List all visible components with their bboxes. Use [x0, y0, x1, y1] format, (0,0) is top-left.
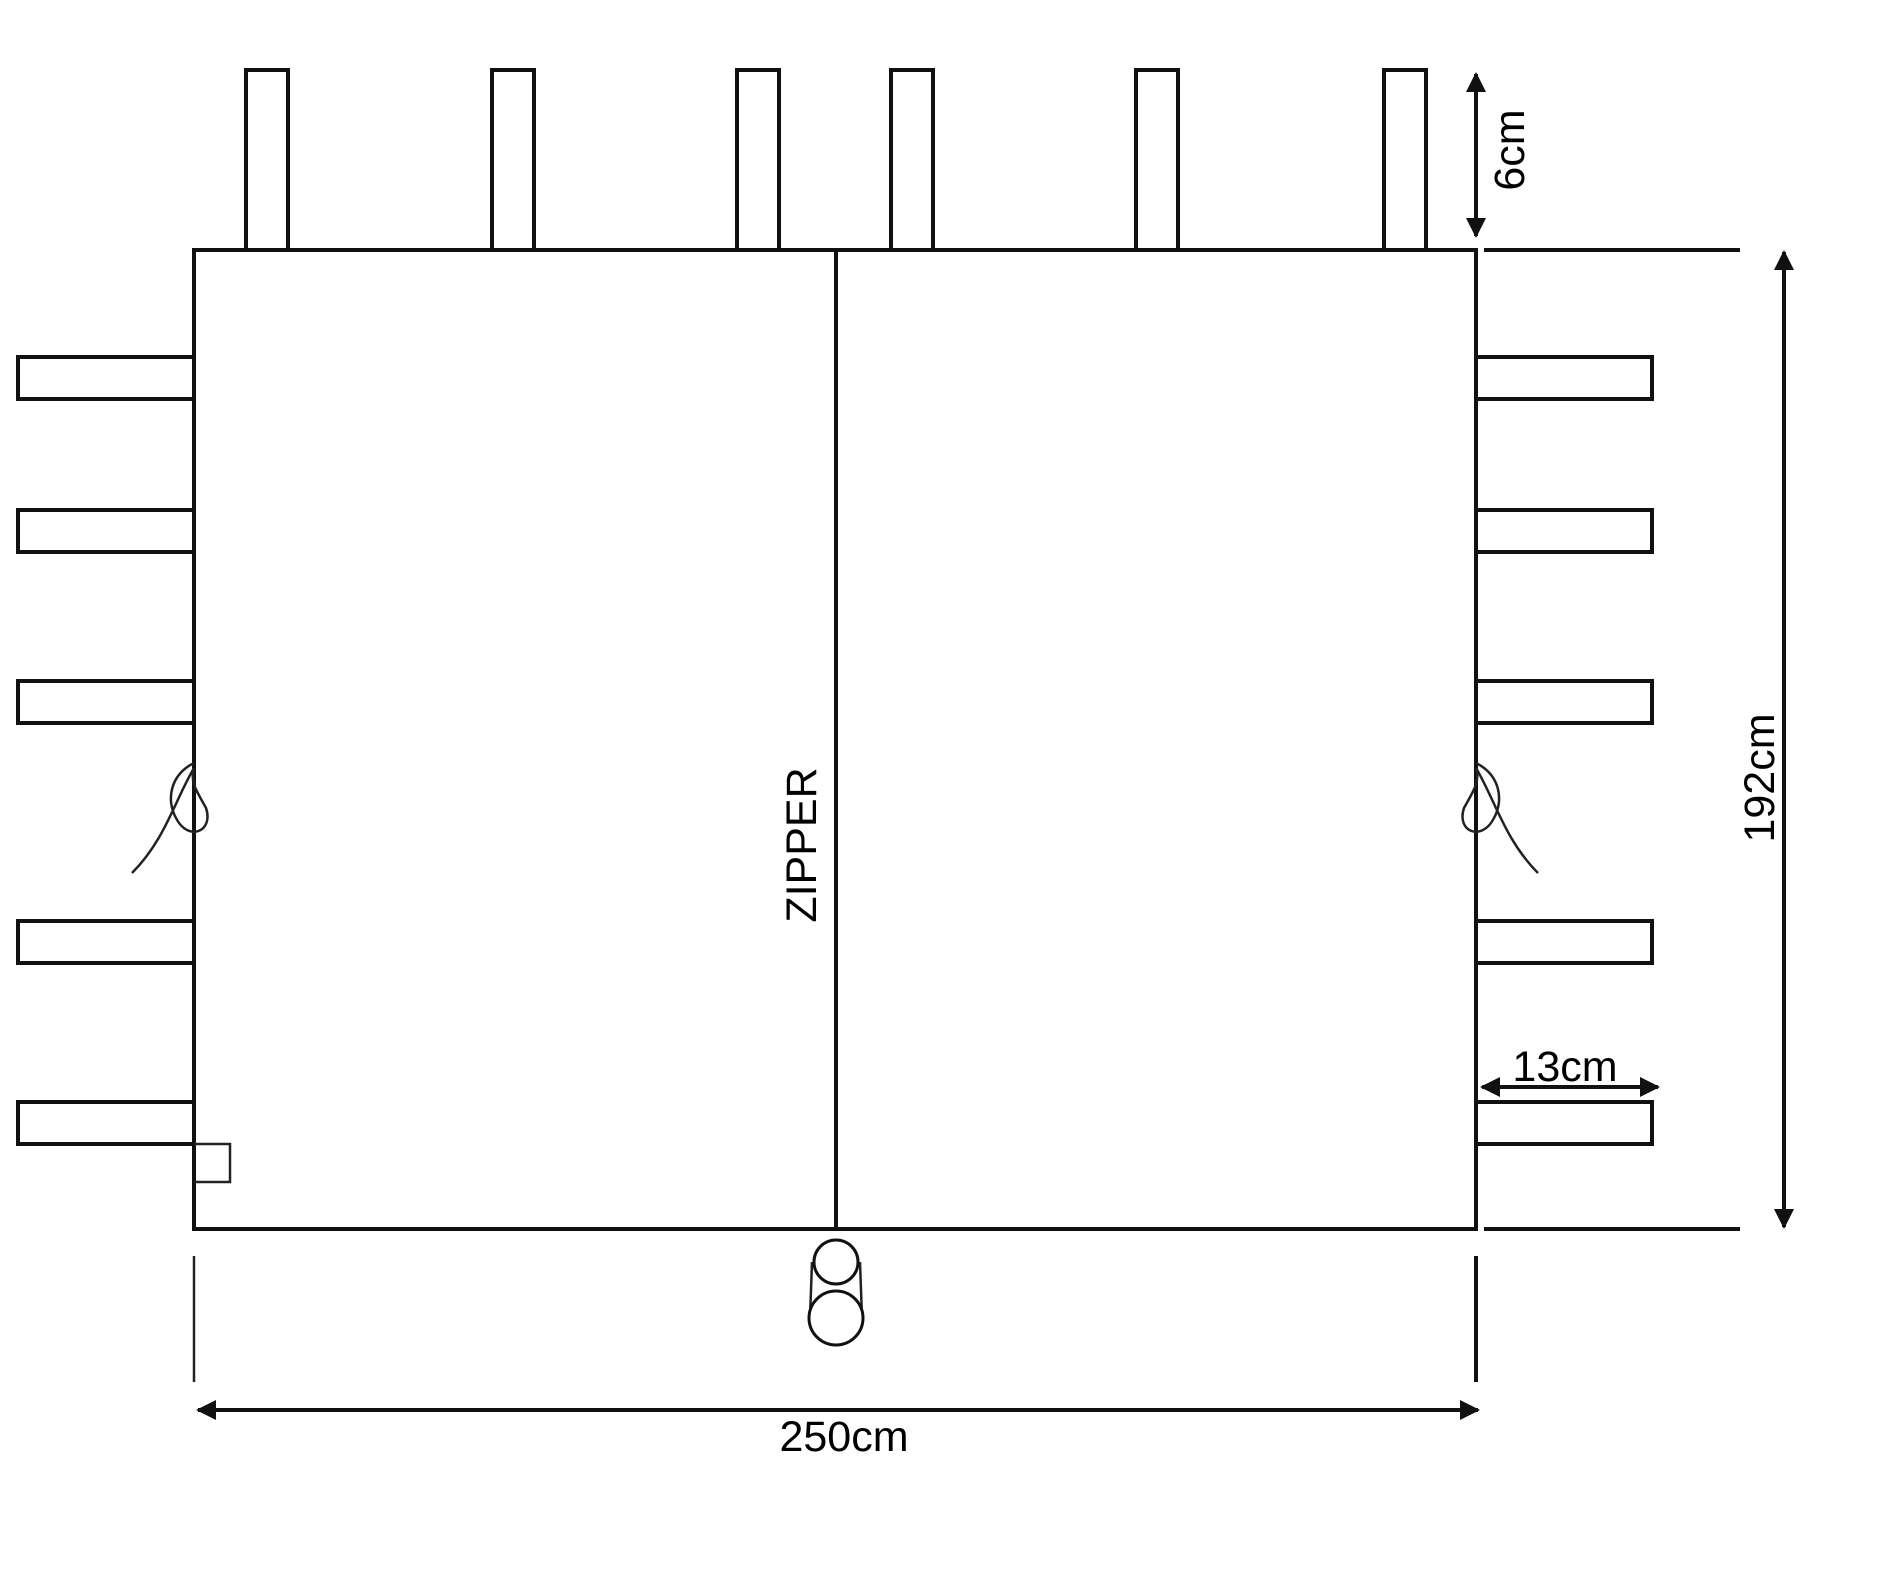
- top-loop: [1382, 68, 1428, 252]
- corner-tab: [194, 1142, 232, 1184]
- top-loop: [244, 68, 290, 252]
- left-loop: [16, 1100, 196, 1146]
- loop-height-label: 6cm: [1486, 109, 1534, 190]
- right-loop: [1474, 508, 1654, 554]
- top-loops: [244, 68, 1428, 252]
- right-tie-strap-icon: [1461, 761, 1539, 874]
- left-loop: [16, 919, 196, 965]
- right-loop: [1474, 355, 1654, 401]
- panel-height-label: 192cm: [1736, 713, 1784, 842]
- left-loop: [16, 355, 196, 401]
- left-tie-strap-icon: [131, 761, 209, 874]
- right-loop: [1474, 679, 1654, 725]
- side-loop-width-label: 13cm: [1512, 1043, 1617, 1091]
- panel-width-label: 250cm: [779, 1413, 908, 1461]
- zipper-pull-icon: [807, 1238, 865, 1347]
- top-loop: [735, 68, 781, 252]
- left-loops: [16, 355, 196, 1146]
- top-loop: [889, 68, 935, 252]
- right-loop: [1474, 919, 1654, 965]
- left-loop: [16, 508, 196, 554]
- top-loop: [490, 68, 536, 252]
- right-loops: [1474, 355, 1654, 1146]
- top-loop: [1134, 68, 1180, 252]
- right-loop: [1474, 1100, 1654, 1146]
- left-loop: [16, 679, 196, 725]
- zipper-label: ZIPPER: [778, 767, 826, 922]
